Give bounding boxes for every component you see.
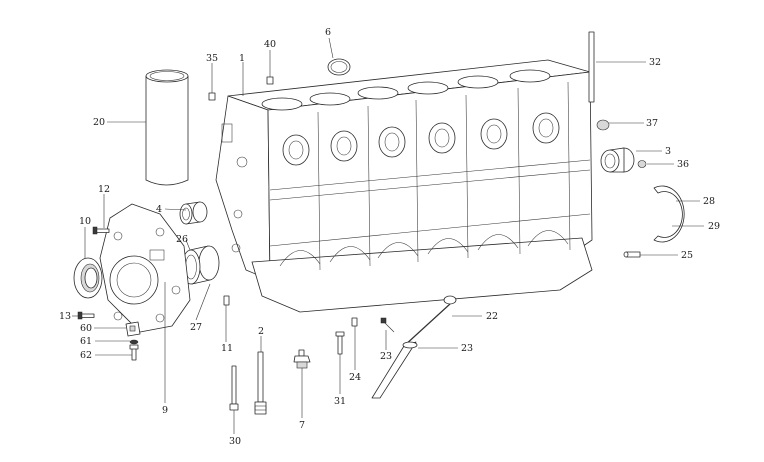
plug-24: [351, 317, 358, 327]
callout-1: 1: [239, 53, 245, 64]
oil-seal: [73, 257, 103, 299]
callout-31: 31: [334, 396, 346, 407]
callout-62: 62: [80, 350, 92, 361]
callout-35: 35: [206, 53, 218, 64]
callout-3: 3: [665, 146, 671, 157]
plug-36: [637, 160, 647, 168]
cylinder-bores: [261, 69, 551, 111]
thrust-washer: [653, 185, 685, 243]
callout-24: 24: [349, 372, 361, 383]
dowel-11: [223, 295, 230, 306]
callout-6: 6: [325, 27, 331, 38]
bolt-31: [335, 331, 345, 355]
block-side-ports: [282, 112, 560, 166]
callout-4: 4: [156, 204, 162, 215]
bushing-4: [179, 201, 208, 225]
bolt-62: [129, 344, 139, 361]
callout-7: 7: [299, 420, 305, 431]
callout-40: 40: [264, 39, 276, 50]
dipstick-tube-32: [588, 31, 595, 103]
callout-28: 28: [703, 196, 715, 207]
washer-61: [129, 339, 139, 345]
cylinder-liner: [145, 69, 189, 186]
crankcase-arches: [279, 230, 569, 267]
callout-60: 60: [80, 323, 92, 334]
bearing-sleeve: [181, 245, 220, 285]
callout-32: 32: [649, 57, 661, 68]
plug-35: [208, 92, 216, 101]
callout-12: 12: [98, 184, 110, 195]
callout-9: 9: [162, 405, 168, 416]
leader-lines: [72, 37, 704, 434]
callout-36: 36: [677, 159, 689, 170]
callout-37: 37: [646, 118, 658, 129]
plug-40: [266, 76, 274, 85]
seal-ring: [327, 58, 351, 76]
callout-labels: 1 2 3 4 6 7 9 10 11 12 13 20 22 23 23 24…: [59, 27, 720, 447]
oil-dipstick: [371, 295, 457, 399]
callout-23-dipstick: 23: [461, 343, 473, 354]
bolt-12: [92, 226, 110, 235]
camshaft-bushing-3: [600, 147, 635, 173]
callout-22: 22: [486, 311, 498, 322]
callout-20: 20: [93, 117, 105, 128]
bolt-30: [229, 365, 239, 411]
main-bearing-bolt-2: [254, 351, 267, 415]
callout-25: 25: [681, 250, 693, 261]
flywheel-housing-cover: [99, 203, 191, 333]
callout-11: 11: [221, 343, 233, 354]
callout-26: 26: [176, 234, 188, 245]
bracket-60: [125, 321, 141, 337]
cup-plug-37: [596, 119, 610, 131]
callout-23-screw: 23: [380, 351, 392, 362]
callout-29: 29: [708, 221, 720, 232]
callout-2: 2: [258, 326, 264, 337]
callout-27: 27: [190, 322, 202, 333]
cylinder-block: [215, 59, 593, 313]
callout-61: 61: [80, 336, 92, 347]
screw-23: [380, 317, 395, 333]
callout-30: 30: [229, 436, 241, 447]
oil-pressure-valve-7: [293, 349, 311, 369]
callout-10: 10: [79, 216, 91, 227]
bolt-13: [77, 311, 95, 320]
block-ribs: [269, 81, 591, 271]
pin-25: [623, 251, 641, 258]
callout-13: 13: [59, 311, 71, 322]
